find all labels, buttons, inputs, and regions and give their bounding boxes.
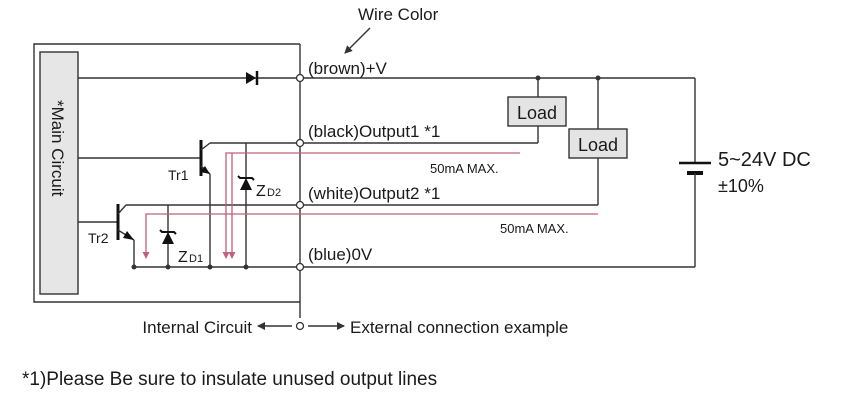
wire-color-label: Wire Color xyxy=(358,5,439,24)
main-circuit-block xyxy=(39,51,79,295)
junction-dot xyxy=(243,264,249,270)
terminal-blue-label: (blue)0V xyxy=(308,245,373,264)
zener-diode-zd2-icon xyxy=(237,143,255,267)
external-connection-label: External connection example xyxy=(350,318,568,337)
terminal-brown xyxy=(295,73,305,83)
zd2-label-sub: D2 xyxy=(267,187,281,199)
main-circuit-label: *Main Circuit xyxy=(48,100,67,197)
tr1-label: Tr1 xyxy=(168,167,189,183)
output2-current-path xyxy=(142,213,598,259)
tr2-label: Tr2 xyxy=(88,230,109,246)
junction-dot xyxy=(207,264,213,270)
terminal-blue xyxy=(295,262,305,272)
supply-tolerance-label: ±10% xyxy=(718,176,764,196)
zd1-label-main: Z xyxy=(178,249,188,266)
battery-icon xyxy=(679,78,711,267)
output1-current-label: 50mA MAX. xyxy=(430,161,499,176)
supply-voltage-label: 5~24V DC xyxy=(718,149,811,171)
terminal-white-label: (white)Output2 *1 xyxy=(308,184,440,203)
insulation-note: *1)Please Be sure to insulate unused out… xyxy=(22,369,437,390)
zd2-label-main: Z xyxy=(256,183,266,200)
output1-current-path xyxy=(222,152,520,259)
terminal-brown-label: (brown)+V xyxy=(308,59,388,78)
internal-circuit-boundary xyxy=(33,43,300,303)
boundary-marker xyxy=(295,321,305,331)
terminal-black xyxy=(295,138,305,148)
output2-current-label: 50mA MAX. xyxy=(500,221,569,236)
load-1-label: Load xyxy=(517,103,557,123)
diode-icon xyxy=(246,71,259,85)
wire-color-arrow xyxy=(344,27,371,54)
load-2-label: Load xyxy=(578,135,618,155)
junction-dot xyxy=(165,264,171,270)
internal-circuit-label: Internal Circuit xyxy=(142,318,252,337)
terminal-black-label: (black)Output1 *1 xyxy=(308,122,440,141)
terminal-white xyxy=(295,200,305,210)
load-2-box xyxy=(568,128,628,159)
transistor-tr1-icon xyxy=(78,140,211,267)
transistor-tr2-icon xyxy=(78,204,135,267)
junction-dot xyxy=(131,264,137,270)
load-1-box xyxy=(507,96,567,127)
zener-diode-zd1-icon xyxy=(159,205,177,267)
zd1-label-sub: D1 xyxy=(189,253,203,265)
